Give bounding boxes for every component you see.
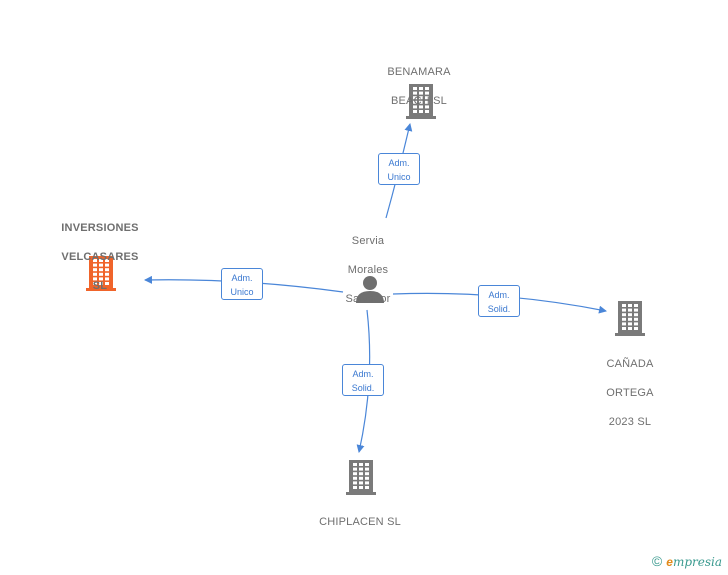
building-window — [628, 322, 632, 326]
role-badge-chiplacen[interactable]: Adm. Solid. — [342, 364, 384, 396]
building-window — [413, 91, 417, 95]
building-window — [93, 272, 97, 276]
role-badge-canada[interactable]: Adm. Solid. — [478, 285, 520, 317]
building-window — [634, 317, 638, 321]
building-base — [346, 492, 376, 495]
building-window — [425, 105, 429, 109]
company-name-chiplacen[interactable]: CHIPLACEN SL — [319, 515, 401, 528]
building-window — [634, 313, 638, 317]
building-icon[interactable] — [346, 460, 376, 495]
building-window — [359, 481, 363, 485]
company-name-canada[interactable]: CAÑADA ORTEGA 2023 SL — [606, 357, 654, 428]
building-window — [628, 327, 632, 330]
building-window — [622, 304, 626, 307]
building-window — [359, 467, 363, 471]
building-window — [105, 277, 109, 281]
building-window — [93, 263, 97, 267]
building-window — [353, 467, 357, 471]
building-icon[interactable] — [615, 301, 645, 336]
building-window — [628, 317, 632, 321]
building-window — [353, 481, 357, 485]
building-icon[interactable] — [406, 84, 436, 119]
building-window — [99, 268, 103, 272]
building-window — [622, 327, 626, 330]
building-window — [365, 472, 369, 476]
building-window — [93, 259, 97, 262]
building-window — [99, 263, 103, 267]
building-window — [359, 472, 363, 476]
building-base — [406, 116, 436, 119]
company-name-benamara[interactable]: BENAMARA BEACH SL — [387, 65, 451, 107]
building-window — [359, 463, 363, 466]
building-window — [628, 304, 632, 307]
building-window — [413, 105, 417, 109]
role-badge-inversiones[interactable]: Adm. Unico — [221, 268, 263, 300]
role-badge-benamara[interactable]: Adm. Unico — [378, 153, 420, 185]
building-window — [413, 96, 417, 100]
building-window — [634, 304, 638, 307]
building-base — [615, 333, 645, 336]
building-window — [99, 277, 103, 281]
brand-initial: e — [666, 555, 673, 569]
building-window — [413, 100, 417, 104]
building-window — [99, 259, 103, 262]
building-window — [365, 481, 369, 485]
building-window — [353, 463, 357, 466]
building-base — [86, 288, 116, 291]
building-window — [419, 87, 423, 90]
building-window — [419, 110, 423, 113]
building-window — [353, 472, 357, 476]
building-window — [425, 100, 429, 104]
person-icon[interactable] — [356, 276, 384, 303]
company-name-inversiones[interactable]: INVERSIONES VELCASARES SL — [61, 221, 139, 292]
building-window — [353, 486, 357, 489]
building-window — [365, 463, 369, 466]
building-window — [105, 268, 109, 272]
building-window — [93, 268, 97, 272]
building-window — [628, 313, 632, 317]
building-window — [634, 322, 638, 326]
building-window — [425, 96, 429, 100]
building-window — [622, 317, 626, 321]
building-window — [628, 308, 632, 312]
building-window — [365, 486, 369, 489]
building-window — [425, 87, 429, 90]
building-window — [425, 91, 429, 95]
building-window — [622, 313, 626, 317]
building-window — [419, 96, 423, 100]
building-window — [634, 308, 638, 312]
building-window — [93, 277, 97, 281]
building-window — [359, 486, 363, 489]
building-icon[interactable] — [86, 256, 116, 291]
building-window — [359, 476, 363, 480]
building-window — [622, 308, 626, 312]
building-window — [365, 476, 369, 480]
building-window — [622, 322, 626, 326]
building-window — [105, 259, 109, 262]
building-window — [105, 282, 109, 285]
copyright-symbol: © — [651, 553, 663, 569]
building-window — [99, 272, 103, 276]
building-window — [99, 282, 103, 285]
footer-brand[interactable]: ©empresia — [652, 553, 722, 569]
building-window — [419, 100, 423, 104]
building-window — [413, 87, 417, 90]
building-window — [419, 91, 423, 95]
building-window — [413, 110, 417, 113]
building-window — [419, 105, 423, 109]
building-window — [105, 272, 109, 276]
building-window — [353, 476, 357, 480]
building-window — [634, 327, 638, 330]
building-window — [425, 110, 429, 113]
building-window — [93, 282, 97, 285]
building-window — [365, 467, 369, 471]
person-name[interactable]: Servia Morales Salvador — [345, 234, 391, 305]
building-window — [105, 263, 109, 267]
brand-name: mpresia — [672, 555, 722, 569]
